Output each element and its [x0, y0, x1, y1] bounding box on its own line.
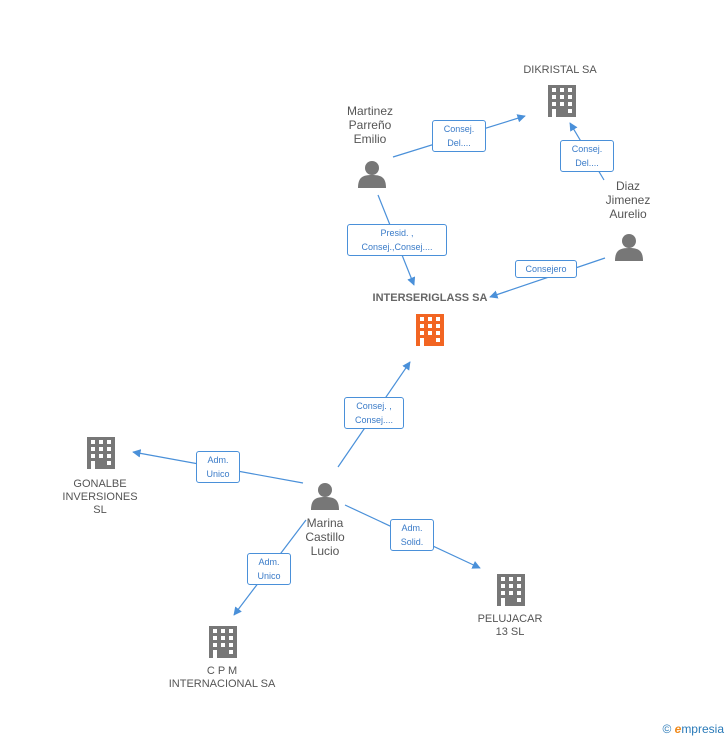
marina-label: Marina Castillo Lucio — [305, 516, 345, 558]
interseriglass-label: INTERSERIGLASS SA — [372, 292, 488, 304]
brand-name: mpresia — [681, 722, 724, 736]
edge-label-diaz-interseriglass[interactable]: Consejero — [515, 260, 577, 278]
pelujacar-building-icon[interactable] — [497, 574, 525, 606]
edge-label-marina-cpm[interactable]: Adm. Unico — [247, 553, 291, 585]
martinez-person-icon[interactable] — [358, 161, 386, 188]
diaz-person-icon[interactable] — [615, 234, 643, 261]
edge-label-martinez-interseriglass[interactable]: Presid. , Consej.,Consej.... — [347, 224, 447, 256]
footer-brand: © empresia — [662, 722, 724, 736]
diaz-label: Diaz Jimenez Aurelio — [605, 179, 651, 221]
cpm-building-icon[interactable] — [209, 626, 237, 658]
interseriglass-building-icon[interactable] — [416, 314, 444, 346]
cpm-label: C P M INTERNACIONAL SA — [168, 665, 276, 690]
dikristal-label: DIKRISTAL SA — [523, 64, 597, 76]
martinez-label: Martinez Parreño Emilio — [346, 104, 393, 146]
edge-label-martinez-dikristal[interactable]: Consej. Del.... — [432, 120, 486, 152]
edge-label-marina-gonalbe[interactable]: Adm. Unico — [196, 451, 240, 483]
edge-label-marina-interseriglass[interactable]: Consej. , Consej.... — [344, 397, 404, 429]
pelujacar-label: PELUJACAR 13 SL — [477, 613, 543, 638]
marina-person-icon[interactable] — [311, 483, 339, 510]
edge-label-diaz-dikristal[interactable]: Consej. Del.... — [560, 140, 614, 172]
edge-label-marina-pelujacar[interactable]: Adm. Solid. — [390, 519, 434, 551]
copyright-icon: © — [662, 722, 672, 736]
dikristal-building-icon[interactable] — [548, 85, 576, 117]
brand-logo-e: e — [674, 722, 682, 736]
gonalbe-label: GONALBE INVERSIONES SL — [62, 478, 138, 516]
gonalbe-building-icon[interactable] — [87, 437, 115, 469]
